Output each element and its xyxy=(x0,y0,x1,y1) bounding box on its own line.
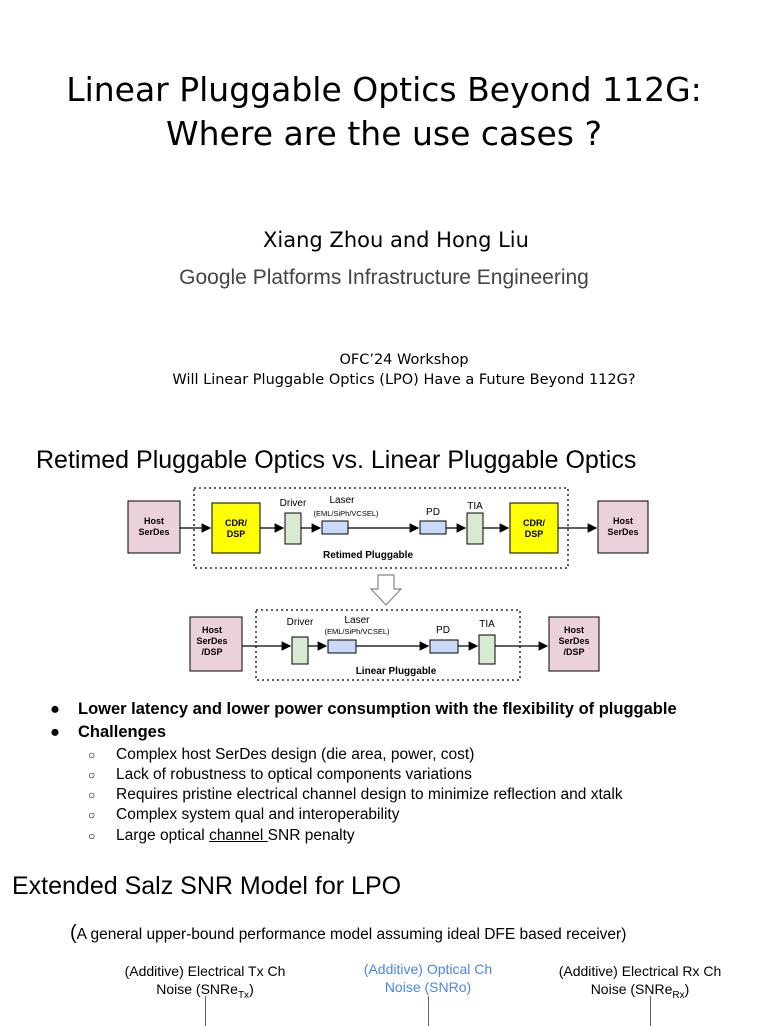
linear-driver-box xyxy=(291,636,309,665)
retimed-laser-box xyxy=(321,520,349,535)
sub-bullet-item: ○ Requires pristine electrical channel de… xyxy=(88,786,623,804)
workshop-line-2: Will Linear Pluggable Optics (LPO) Have … xyxy=(172,372,636,388)
page-title: Linear Pluggable Optics Beyond 112G: Whe… xyxy=(0,68,768,156)
linear-host-right-l2: SerDes xyxy=(558,636,589,646)
linear-laser-types: (EML/SiPh/VCSEL) xyxy=(324,627,390,636)
retimed-dsp-right-l2: DSP xyxy=(525,529,544,539)
noise-rx-connector xyxy=(650,996,651,1026)
model-note: (A general upper-bound performance model… xyxy=(70,922,626,945)
bullet-dot-icon: ● xyxy=(50,700,60,718)
circle-bullet-icon: ○ xyxy=(88,768,96,782)
bullet-item: ● Challenges xyxy=(50,723,166,742)
sub-bullet-item: ○ Complex system qual and interoperabilit… xyxy=(88,806,399,824)
sub-bullet-text-before: Large optical xyxy=(116,827,210,844)
retimed-laser-types: (EML/SiPh/VCSEL) xyxy=(313,509,379,518)
linear-driver-label: Driver xyxy=(287,617,314,628)
sub-bullet-text: Requires pristine electrical channel des… xyxy=(116,786,623,803)
bullet-text: Challenges xyxy=(78,723,167,741)
linear-host-left-l3: /DSP xyxy=(201,647,222,657)
linear-host-left-box xyxy=(189,616,243,672)
sub-bullet-item: ○ Large optical channel SNR penalty xyxy=(88,827,355,845)
retimed-host-right-box xyxy=(597,500,649,554)
section-heading-retimed-vs-linear: Retimed Pluggable Optics vs. Linear Plug… xyxy=(36,446,637,474)
title-line-2: Where are the use cases ? xyxy=(166,114,602,153)
retimed-host-left-l1: Host xyxy=(144,516,164,526)
circle-bullet-icon: ○ xyxy=(88,808,96,822)
noise-tx: (Additive) Electrical Tx Ch Noise (SNReT… xyxy=(105,962,305,1005)
authors: Xiang Zhou and Hong Liu xyxy=(263,228,529,252)
linear-host-right-l1: Host xyxy=(564,625,584,635)
linear-caption: Linear Pluggable xyxy=(356,666,437,677)
sub-bullet-underlined: channel xyxy=(209,827,268,844)
bullet-item: ● Lower latency and lower power consumpti… xyxy=(50,700,677,719)
down-arrow-icon xyxy=(369,574,403,606)
affiliation: Google Platforms Infrastructure Engineer… xyxy=(179,266,589,289)
noise-optical-connector xyxy=(428,996,429,1026)
linear-host-right-l3: /DSP xyxy=(563,647,584,657)
retimed-host-right-l2: SerDes xyxy=(607,527,638,537)
circle-bullet-icon: ○ xyxy=(88,788,96,802)
pluggable-optics-diagram: Host SerDes CDR/ DSP Driver Laser (EML/S… xyxy=(127,487,649,681)
linear-laser-box xyxy=(327,639,357,654)
sub-bullet-item: ○ Complex host SerDes design (die area, p… xyxy=(88,746,474,764)
noise-tx-connector xyxy=(205,996,206,1026)
linear-host-left-l2: SerDes xyxy=(196,636,227,646)
noise-tx-line1: (Additive) Electrical Tx Ch xyxy=(124,963,286,979)
retimed-host-right-l1: Host xyxy=(613,516,633,526)
retimed-dsp-left-box xyxy=(211,502,261,554)
retimed-driver-box xyxy=(284,512,302,545)
noise-rx-line1: (Additive) Electrical Rx Ch xyxy=(558,963,722,979)
sub-bullet-text: Complex host SerDes design (die area, po… xyxy=(116,746,475,763)
noise-tx-line2: Noise (SNReTx) xyxy=(156,981,254,1001)
noise-rx: (Additive) Electrical Rx Ch Noise (SNReR… xyxy=(540,962,740,1005)
retimed-pd-label: PD xyxy=(426,507,440,518)
note-paren: ( xyxy=(70,922,77,944)
linear-pd-label: PD xyxy=(436,625,450,636)
retimed-module-outline xyxy=(193,487,569,569)
linear-host-left-l1: Host xyxy=(202,625,222,635)
retimed-driver-label: Driver xyxy=(280,498,307,509)
bullet-dot-icon: ● xyxy=(50,723,60,741)
noise-optical-line2: Noise (SNRo) xyxy=(384,979,472,995)
linear-host-right-box xyxy=(548,616,600,672)
section-heading-salz-model: Extended Salz SNR Model for LPO xyxy=(12,872,402,900)
sub-bullet-text-after: SNR penalty xyxy=(267,827,355,844)
retimed-host-left-l2: SerDes xyxy=(138,527,169,537)
linear-laser-label: Laser xyxy=(344,615,370,626)
retimed-dsp-left-l2: DSP xyxy=(227,529,246,539)
retimed-caption: Retimed Pluggable xyxy=(323,550,413,561)
sub-bullet-item: ○ Lack of robustness to optical component… xyxy=(88,766,472,784)
circle-bullet-icon: ○ xyxy=(88,748,96,762)
retimed-dsp-left-l1: CDR/ xyxy=(225,518,247,528)
sub-bullet-text: Complex system qual and interoperability xyxy=(116,806,400,823)
retimed-tia-box xyxy=(466,512,484,545)
linear-tia-box xyxy=(478,634,496,665)
noise-rx-line2: Noise (SNReRx) xyxy=(590,981,690,1001)
retimed-tia-label: TIA xyxy=(467,501,483,512)
retimed-pd-box xyxy=(419,520,447,535)
note-text: A general upper-bound performance model … xyxy=(76,926,627,943)
linear-pd-box xyxy=(429,639,459,654)
workshop-line-1: OFC’24 Workshop xyxy=(339,352,469,368)
retimed-laser-label: Laser xyxy=(329,495,355,506)
retimed-dsp-right-l1: CDR/ xyxy=(523,518,545,528)
retimed-dsp-right-box xyxy=(509,502,559,554)
sub-bullet-text: Lack of robustness to optical components… xyxy=(116,766,472,783)
bullet-text: Lower latency and lower power consumptio… xyxy=(78,700,677,718)
noise-optical: (Additive) Optical Ch Noise (SNRo) xyxy=(328,960,528,996)
retimed-host-left-box xyxy=(127,500,181,554)
linear-module-outline xyxy=(255,609,521,681)
linear-tia-label: TIA xyxy=(479,619,495,630)
circle-bullet-icon: ○ xyxy=(88,829,96,843)
title-line-1: Linear Pluggable Optics Beyond 112G: xyxy=(66,70,702,109)
noise-optical-line1: (Additive) Optical Ch xyxy=(363,961,493,977)
workshop-info: OFC’24 Workshop Will Linear Pluggable Op… xyxy=(0,350,768,390)
